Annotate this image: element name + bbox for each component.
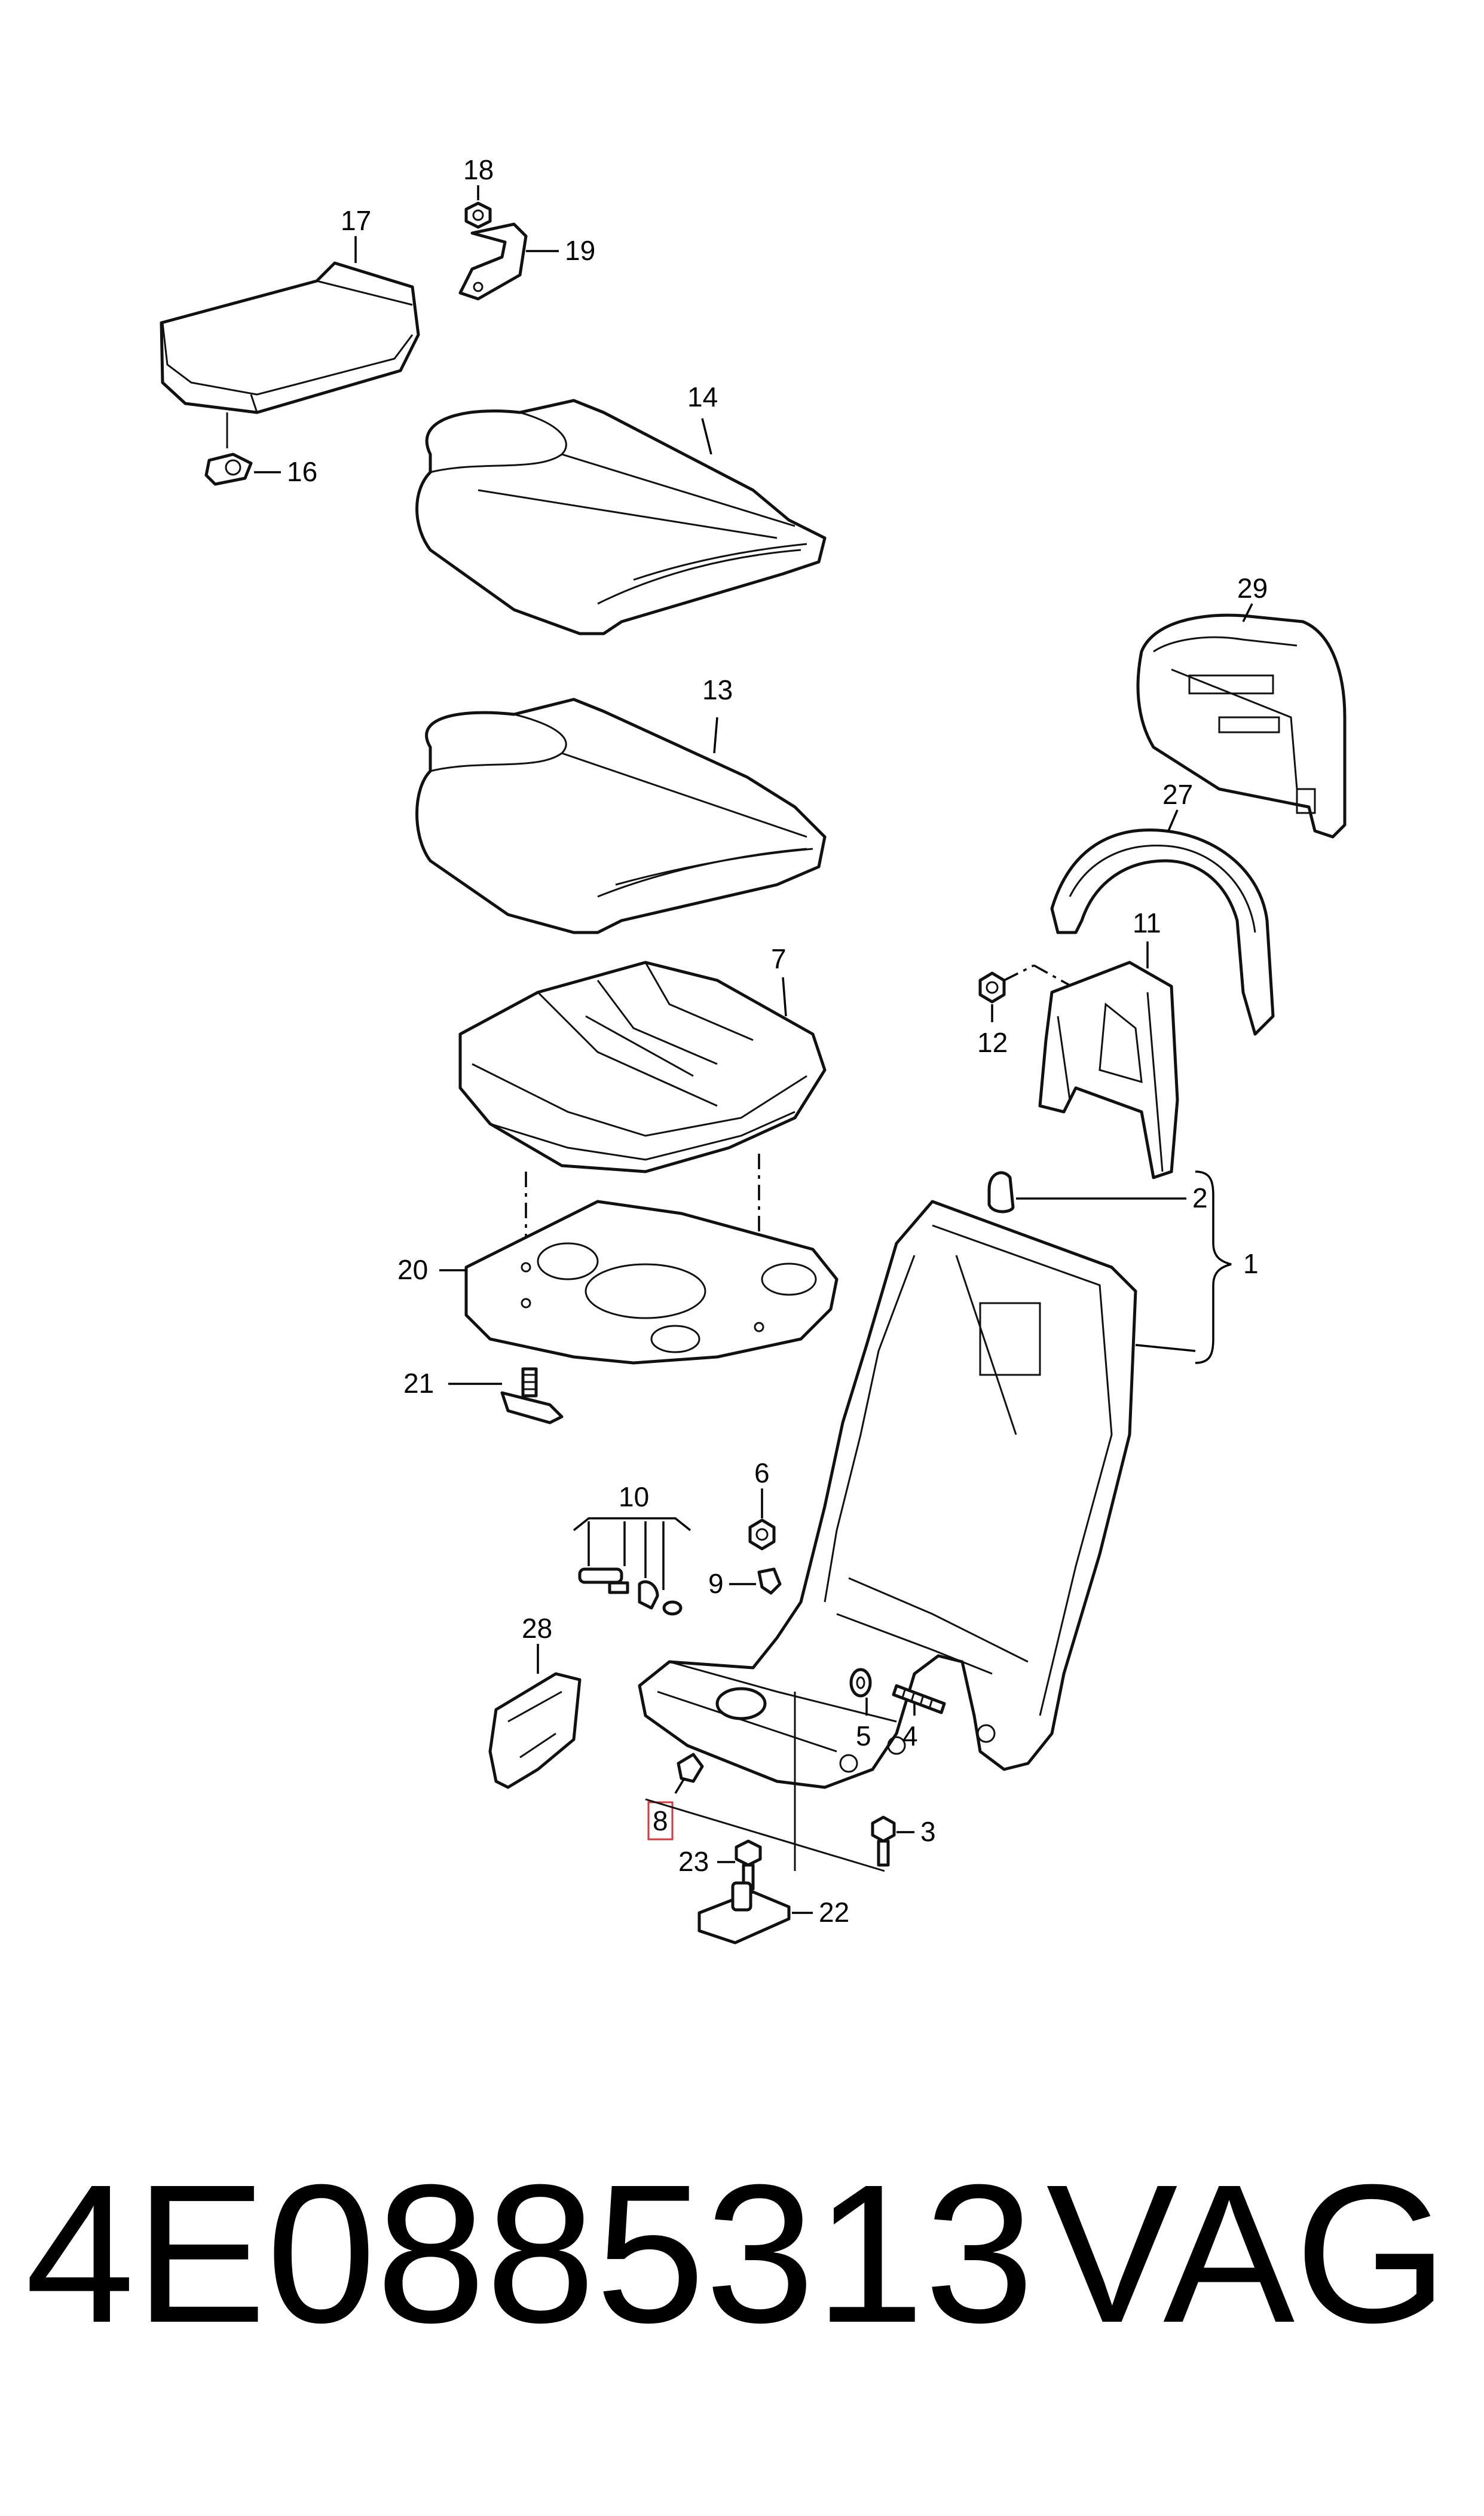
callout-14: 14 (687, 381, 718, 412)
part-28-side-cover[interactable] (488, 1672, 582, 1789)
part-5-washer[interactable] (849, 1668, 872, 1698)
callout-21: 21 (403, 1368, 434, 1399)
part-29-backrest-trim[interactable] (1136, 613, 1347, 839)
callout-19: 19 (565, 235, 595, 266)
part-19-bracket[interactable] (458, 222, 528, 301)
part-13-seat-foam[interactable] (415, 698, 827, 934)
callout-5: 5 (856, 1720, 871, 1751)
part-16-clip[interactable] (204, 412, 253, 486)
part-27-trim-strip[interactable] (1050, 829, 1275, 1036)
callout-11: 11 (1133, 907, 1161, 938)
brand-label: VAG (1046, 2143, 1448, 2364)
callout-16: 16 (287, 456, 317, 487)
callout-3: 3 (920, 1816, 936, 1847)
part-7-seat-pan[interactable] (458, 961, 827, 1173)
part-21-clip[interactable] (500, 1367, 564, 1424)
part-4-stud[interactable] (892, 1684, 946, 1714)
seat-parts-exploded-diagram: 17 18 19 16 14 13 (160, 154, 1347, 1945)
callout-10: 10 (619, 1481, 649, 1512)
part-17-armrest-cushion[interactable] (160, 261, 420, 414)
part-18-nut[interactable] (464, 201, 492, 229)
callout-27: 27 (1162, 779, 1193, 810)
part-11-bracket[interactable] (1038, 961, 1179, 1179)
callout-9: 9 (708, 1568, 724, 1599)
footer: 4E0885313 VAG (0, 2128, 1484, 2379)
part-14-seat-cover[interactable] (415, 399, 827, 635)
callout-22: 22 (819, 1897, 849, 1928)
callout-12: 12 (977, 1027, 1008, 1058)
callout-6: 6 (754, 1457, 770, 1488)
callout-8: 8 (653, 1805, 668, 1836)
part-9-clip[interactable] (757, 1567, 782, 1595)
part-number: 4E0885313 (25, 2143, 1035, 2364)
callout-13: 13 (702, 674, 733, 705)
callout-1: 1 (1243, 1248, 1259, 1279)
part-12-nut[interactable] (978, 971, 1006, 1004)
callout-17: 17 (341, 205, 371, 236)
callout-4: 4 (902, 1720, 918, 1751)
part-8-highlight-box (647, 1801, 674, 1841)
callout-7: 7 (771, 943, 787, 974)
part-20-seat-base-plate[interactable] (464, 1200, 839, 1365)
part-6-nut[interactable] (748, 1518, 776, 1551)
callout-28: 28 (522, 1613, 552, 1644)
part-3-bolt[interactable] (871, 1815, 896, 1867)
callout-29: 29 (1237, 573, 1268, 604)
part-22-floor-mount[interactable] (697, 1881, 791, 1945)
callout-18: 18 (463, 154, 494, 185)
part-1-seat-frame[interactable] (638, 1200, 1137, 1789)
callout-20: 20 (397, 1254, 428, 1285)
part-10-bolt-set[interactable] (573, 1517, 691, 1616)
callout-2: 2 (1192, 1182, 1208, 1213)
callout-23: 23 (678, 1846, 709, 1877)
part-2-grommet[interactable] (987, 1171, 1015, 1213)
part-8-spring-clip[interactable] (677, 1753, 704, 1783)
